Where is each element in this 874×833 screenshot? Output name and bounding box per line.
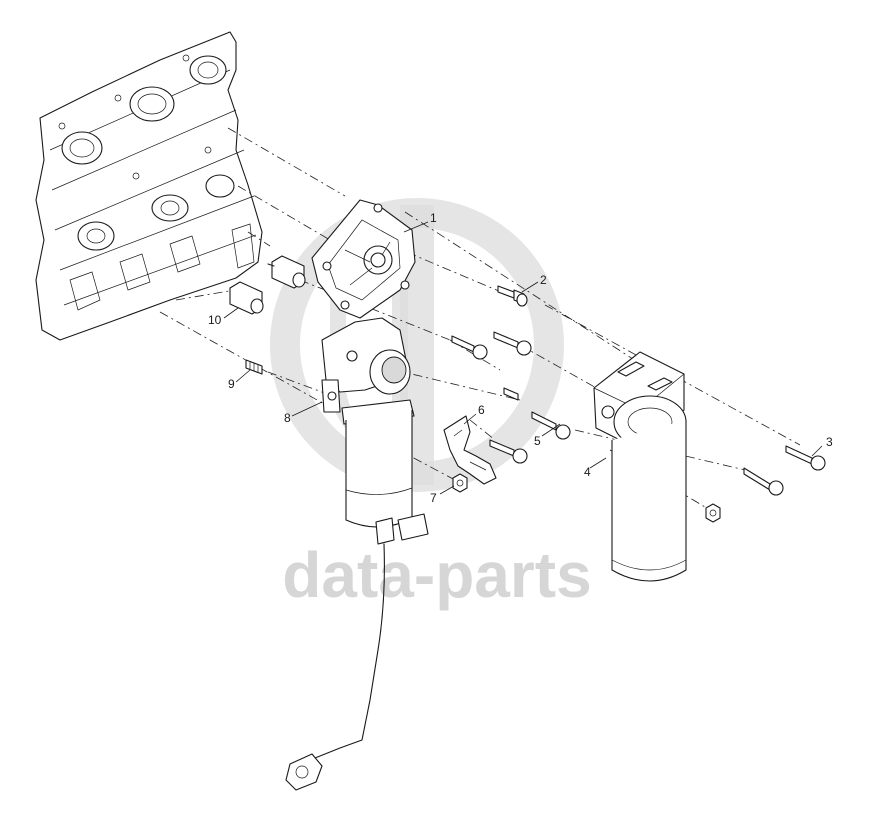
part-6-clip xyxy=(443,415,497,485)
bolt-d xyxy=(743,467,784,496)
callout-7: 7 xyxy=(430,491,437,505)
callout-leaders xyxy=(223,221,823,495)
part-7-nut xyxy=(452,473,468,493)
part-10-spacer xyxy=(229,281,264,315)
part-2-bolt xyxy=(497,285,528,307)
part-3-bolt xyxy=(785,445,826,471)
engine-block xyxy=(35,31,263,341)
part-9-stud xyxy=(245,359,263,375)
callout-3: 3 xyxy=(826,435,833,449)
callout-5: 5 xyxy=(534,434,541,448)
callout-4: 4 xyxy=(584,465,591,479)
part-4-filter-head xyxy=(593,351,687,582)
bolt-c xyxy=(489,439,528,464)
bolt-a xyxy=(451,335,488,360)
callout-labels: 1 2 3 4 5 6 7 8 9 10 xyxy=(208,211,833,505)
spacer-upper xyxy=(267,255,306,289)
nut-e xyxy=(705,503,721,523)
part-8-fuel-filter xyxy=(285,317,429,791)
bolt-b xyxy=(493,331,532,356)
watermark-text: data-parts xyxy=(282,539,591,611)
part-1-bracket xyxy=(311,199,416,319)
callout-2: 2 xyxy=(540,273,547,287)
callout-6: 6 xyxy=(478,403,485,417)
callout-10: 10 xyxy=(208,313,222,327)
part-5-bolt xyxy=(503,387,571,440)
callout-1: 1 xyxy=(430,211,437,225)
callout-9: 9 xyxy=(228,377,235,391)
callout-8: 8 xyxy=(284,411,291,425)
